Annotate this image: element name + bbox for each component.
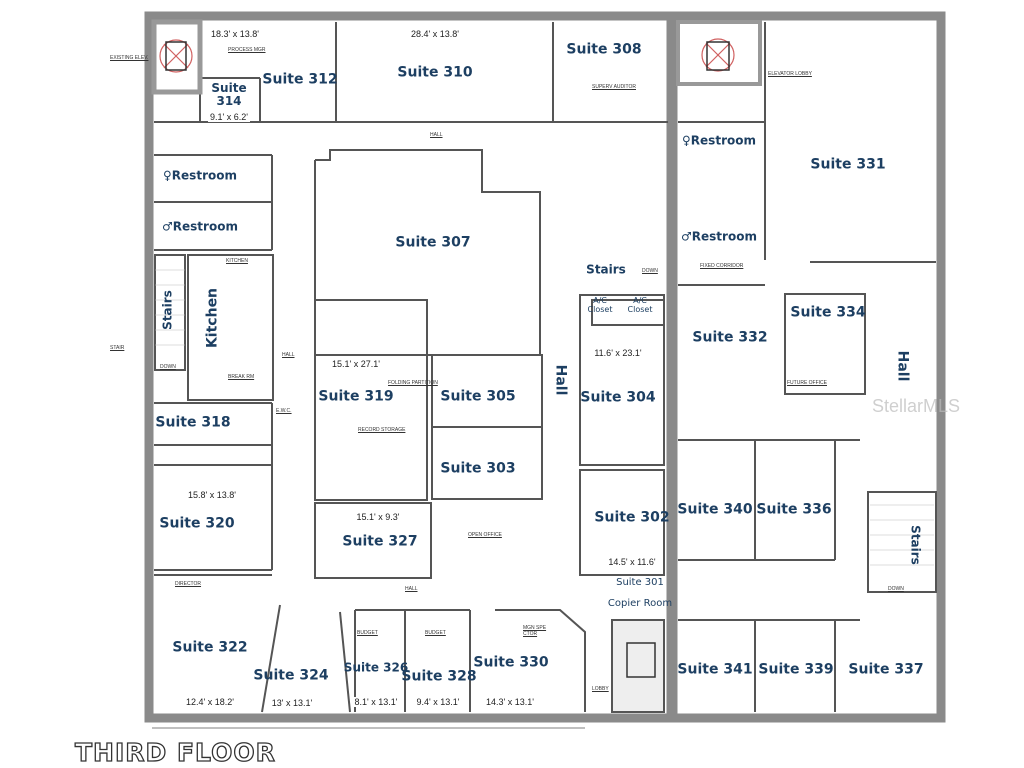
stairs-tread-lines (155, 269, 934, 566)
note-hall-1: HALL (430, 132, 443, 138)
note-elevator-lobby: ELEVATOR LOBBY (768, 71, 812, 77)
ac-closet-1-label: A/C Closet (587, 296, 613, 314)
dimension-302: 14.5' x 11.6' (606, 557, 658, 567)
suite-318-label: Suite 318 (155, 414, 231, 431)
suite-330-label: Suite 330 (473, 654, 549, 671)
suite-302-label: Suite 302 (594, 509, 670, 526)
dimension-319: 15.1' x 27.1' (330, 359, 382, 369)
east-stairs-label: Stairs (908, 525, 923, 565)
copier-room-label: Copier Room (607, 598, 673, 609)
dimension-327: 15.1' x 9.3' (354, 512, 402, 522)
watermark: StellarMLS (872, 396, 961, 416)
dimension-312: 18.3' x 13.8' (209, 29, 261, 39)
suite-326-label: Suite 326 (343, 660, 409, 675)
dimension-310: 28.4' x 13.8' (409, 29, 461, 39)
dimension-320: 15.8' x 13.8' (186, 490, 238, 500)
elevator-icon (165, 41, 730, 678)
note-superv-auditor: SUPERV AUDITOR (592, 84, 636, 90)
note-mgn-spector: MGN SPE CTOR (523, 625, 547, 637)
suite-340-label: Suite 340 (677, 501, 753, 518)
note-existing-elev: EXISTING ELEV. (110, 55, 149, 61)
suite-305-label: Suite 305 (440, 388, 516, 405)
suite-331-label: Suite 331 (810, 156, 886, 173)
suite-314-label: Suite 314 (211, 81, 247, 108)
dimension-330: 14.3' x 13.1' (484, 697, 536, 707)
suite-320-label: Suite 320 (159, 515, 235, 532)
elevator-out-of-service-icon (159, 38, 735, 73)
note-fixed-corridor: FIXED CORRIDOR (700, 263, 744, 269)
note-future-office: FUTURE OFFICE (787, 380, 827, 386)
dimension-328: 9.4' x 13.1' (414, 697, 462, 707)
dimension-314: 9.1' x 6.2' (208, 112, 250, 122)
central-stairs-label: Stairs (586, 262, 626, 277)
note-down-3: DOWN (888, 586, 904, 592)
note-down-1: DOWN (160, 364, 176, 370)
mens-restroom-east-label: ♂Restroom (681, 229, 757, 244)
suite-308-label: Suite 308 (566, 41, 642, 58)
suite-332-label: Suite 332 (692, 329, 768, 346)
suite-336-label: Suite 336 (756, 501, 832, 518)
note-kitchen: KITCHEN (226, 258, 248, 264)
note-ewc: E.W.C. (276, 408, 292, 414)
note-process-mgr: PROCESS MGR (228, 47, 266, 53)
note-record-storage: RECORD STORAGE (358, 427, 406, 433)
suite-327-label: Suite 327 (342, 533, 418, 550)
womens-restroom-label: ♀Restroom (163, 168, 237, 183)
suite-319-label: Suite 319 (318, 388, 394, 405)
suite-334-label: Suite 334 (790, 304, 866, 321)
suite-303-label: Suite 303 (440, 460, 516, 477)
note-hall-2: HALL (282, 352, 295, 358)
suite-328-label: Suite 328 (401, 668, 477, 685)
west-stairs-label: Stairs (160, 290, 175, 330)
suite-322-label: Suite 322 (172, 639, 248, 656)
central-hall-label: Hall (552, 364, 569, 396)
east-hall-label: Hall (894, 350, 911, 382)
dimension-304: 11.6' x 23.1' (592, 348, 644, 358)
suite-324-label: Suite 324 (253, 667, 329, 684)
dimension-326: 8.1' x 13.1' (352, 697, 400, 707)
note-down-2: DOWN (642, 268, 658, 274)
suite-337-label: Suite 337 (848, 661, 924, 678)
ac-closet-2-label: A/C Closet (627, 296, 653, 314)
kitchen-label: Kitchen (204, 287, 221, 349)
note-budget-1: BUDGET (357, 630, 378, 636)
suite-339-label: Suite 339 (758, 661, 834, 678)
note-stair: STAIR (110, 345, 125, 351)
note-lobby: LOBBY (592, 686, 609, 692)
interior-walls (151, 19, 937, 713)
womens-restroom-east-label: ♀Restroom (682, 133, 756, 148)
suite-307-label: Suite 307 (395, 234, 471, 251)
dimension-322: 12.4' x 18.2' (184, 697, 236, 707)
suite-304-label: Suite 304 (580, 389, 656, 406)
note-director: DIRECTOR (175, 581, 202, 587)
suite-301-label: Suite 301 (616, 577, 664, 588)
mens-restroom-label: ♂Restroom (162, 219, 238, 234)
suite-341-label: Suite 341 (677, 661, 753, 678)
dimension-324: 13' x 13.1' (269, 698, 315, 708)
note-budget-2: BUDGET (425, 630, 446, 636)
outer-wall (144, 11, 946, 723)
note-hall-3: HALL (405, 586, 418, 592)
note-open-office: OPEN OFFICE (468, 532, 502, 538)
floor-title: THIRD FLOOR (74, 737, 276, 767)
suite-312-label: Suite 312 (262, 71, 338, 88)
note-folding-partition: FOLDING PARTITION (388, 380, 438, 386)
suite-310-label: Suite 310 (397, 64, 473, 81)
note-break-rm: BREAK RM (228, 374, 255, 380)
